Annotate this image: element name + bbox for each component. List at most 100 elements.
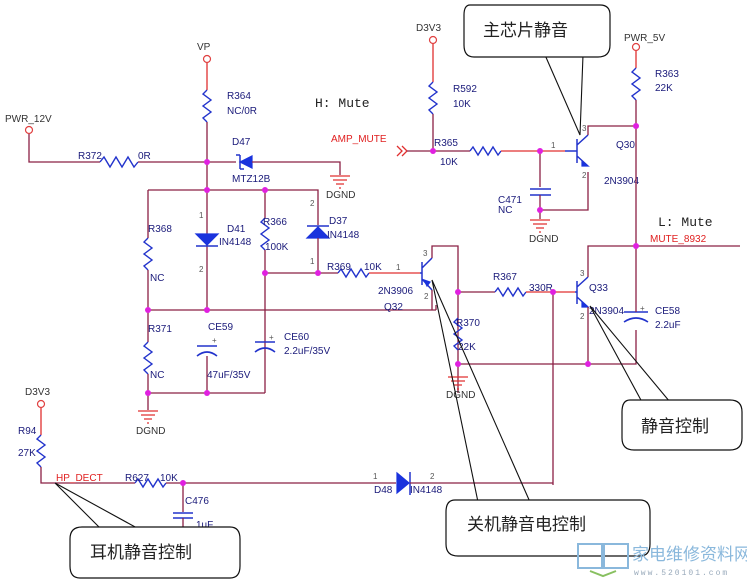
pin-number: 1 [310, 257, 315, 266]
pin-number: 2 [310, 199, 315, 208]
d47-value: MTZ12B [232, 174, 271, 185]
ce60-ref: CE60 [284, 332, 309, 343]
watermark-url: www.520101.com [634, 569, 729, 578]
r592-value: 10K [453, 99, 471, 110]
r366-value: 100K [265, 242, 289, 253]
c476-value: 1uF [196, 520, 213, 531]
pin-number: 1 [199, 211, 204, 220]
pin-number: 3 [423, 249, 428, 258]
ground-symbol: DGND [529, 219, 558, 245]
pin-number: 2 [580, 312, 585, 321]
callout-shutdown-mute: 关机静音电控制 [431, 279, 651, 557]
resistor-r370: R370 22K [452, 317, 480, 353]
diode-d41: 1 2 D41 IN4148 [194, 211, 252, 274]
r627-ref: R627 [125, 473, 149, 484]
c471-value: NC [498, 205, 512, 216]
zener-d47: D47 MTZ12B [232, 137, 271, 185]
resistor-r366: R366 100K [259, 217, 289, 253]
resistor-r364: R364 NC/0R [201, 89, 257, 123]
r366-ref: R366 [263, 217, 287, 228]
r370-ref: R370 [456, 318, 480, 329]
dgnd-label: DGND [529, 234, 558, 245]
mute-8932-label: MUTE_8932 [650, 234, 707, 245]
resistor-r368: R368 NC [142, 224, 172, 284]
callout-main-chip-mute-text: 主芯片静音 [483, 21, 568, 41]
pwr-12v-port: PWR_12V [5, 114, 52, 135]
pin-number: 1 [396, 263, 401, 272]
c471-ref: C471 [498, 195, 522, 206]
r367-value: 330R [529, 283, 553, 294]
pin-number: 2 [424, 292, 429, 301]
polarity-plus: + [269, 333, 274, 342]
dgnd-label: DGND [136, 426, 165, 437]
r364-value: NC/0R [227, 106, 257, 117]
d37-value: IN4148 [327, 230, 360, 241]
watermark-site-name: 家电维修资料网 [632, 545, 747, 565]
r368-ref: R368 [148, 224, 172, 235]
ce59-ref: CE59 [208, 322, 233, 333]
resistor-r369: R369 10K [327, 262, 382, 279]
ground-symbol: DGND [446, 376, 475, 401]
ce59-value: 47uF/35V [207, 370, 251, 381]
callout-main-chip-mute: 主芯片静音 [463, 4, 611, 136]
polarity-plus: + [212, 336, 217, 345]
resistor-r363: R363 22K [630, 67, 679, 101]
amp-mute-port[interactable] [396, 145, 408, 157]
pin-number: 2 [199, 265, 204, 274]
d48-value: IN4148 [410, 485, 443, 496]
d3v3-left-label: D3V3 [25, 387, 50, 398]
callout-mute-control: 静音控制 [589, 305, 743, 451]
watermark: 家电维修资料网 www.520101.com [577, 543, 747, 578]
r368-value: NC [150, 273, 164, 284]
q32-ref: Q32 [384, 302, 403, 313]
pwr-5v-label: PWR_5V [624, 33, 665, 44]
r371-ref: R371 [148, 324, 172, 335]
d3v3-left-port: D3V3 [25, 387, 50, 409]
q33-ref: Q33 [589, 283, 608, 294]
ce58-ref: CE58 [655, 306, 680, 317]
r94-value: 27K [18, 448, 36, 459]
q32-value: 2N3906 [378, 286, 413, 297]
r365-value: 10K [440, 157, 458, 168]
r372-ref: R372 [78, 151, 102, 162]
pin-number: 2 [430, 472, 435, 481]
resistor-r627: R627 10K [125, 473, 178, 489]
capacitor-c476: C476 1uF [173, 496, 213, 531]
q30-value: 2N3904 [604, 176, 639, 187]
dgnd-label: DGND [326, 190, 355, 201]
r371-value: NC [150, 370, 164, 381]
resistor-r367: R367 330R [493, 272, 553, 298]
d3v3-top-label: D3V3 [416, 23, 441, 34]
junctions [145, 123, 639, 486]
r370-value: 22K [458, 342, 476, 353]
transistor-q32: 3 2 2N3906 Q32 [378, 245, 459, 393]
pin-number: 1 [373, 472, 378, 481]
r363-ref: R363 [655, 69, 679, 80]
resistor-r371: R371 NC [142, 324, 172, 381]
amp-mute-label: AMP_MUTE [331, 134, 387, 145]
callout-shutdown-mute-text: 关机静音电控制 [467, 515, 586, 535]
r94-ref: R94 [18, 426, 37, 437]
transistor-q30: 3 2 Q30 2N3904 [565, 124, 639, 187]
d41-ref: D41 [227, 224, 246, 235]
pin-number: 3 [580, 269, 585, 278]
capacitor-ce60: + CE60 2.2uF/35V [254, 332, 330, 357]
pwr-12v-label: PWR_12V [5, 114, 52, 125]
r369-value: 10K [364, 262, 382, 273]
polarity-plus: + [640, 304, 645, 313]
resistor-r365: R365 10K [434, 138, 502, 168]
vp-port: VP [197, 42, 212, 64]
transistor-q33: 3 2 Q33 2N3904 [575, 245, 636, 364]
hp-dect-label: HP_DECT [56, 473, 103, 484]
resistor-r372: R372 0R [78, 151, 151, 169]
pwr-5v-port: PWR_5V [624, 33, 665, 52]
h-mute-note: H: Mute [315, 96, 370, 111]
ground-symbol: DGND [326, 175, 355, 201]
r365-ref: R365 [434, 138, 458, 149]
capacitor-c471: C471 NC [498, 188, 551, 216]
resistor-r94: R94 27K [18, 426, 47, 468]
r364-ref: R364 [227, 91, 251, 102]
pin-number: 1 [551, 141, 556, 150]
